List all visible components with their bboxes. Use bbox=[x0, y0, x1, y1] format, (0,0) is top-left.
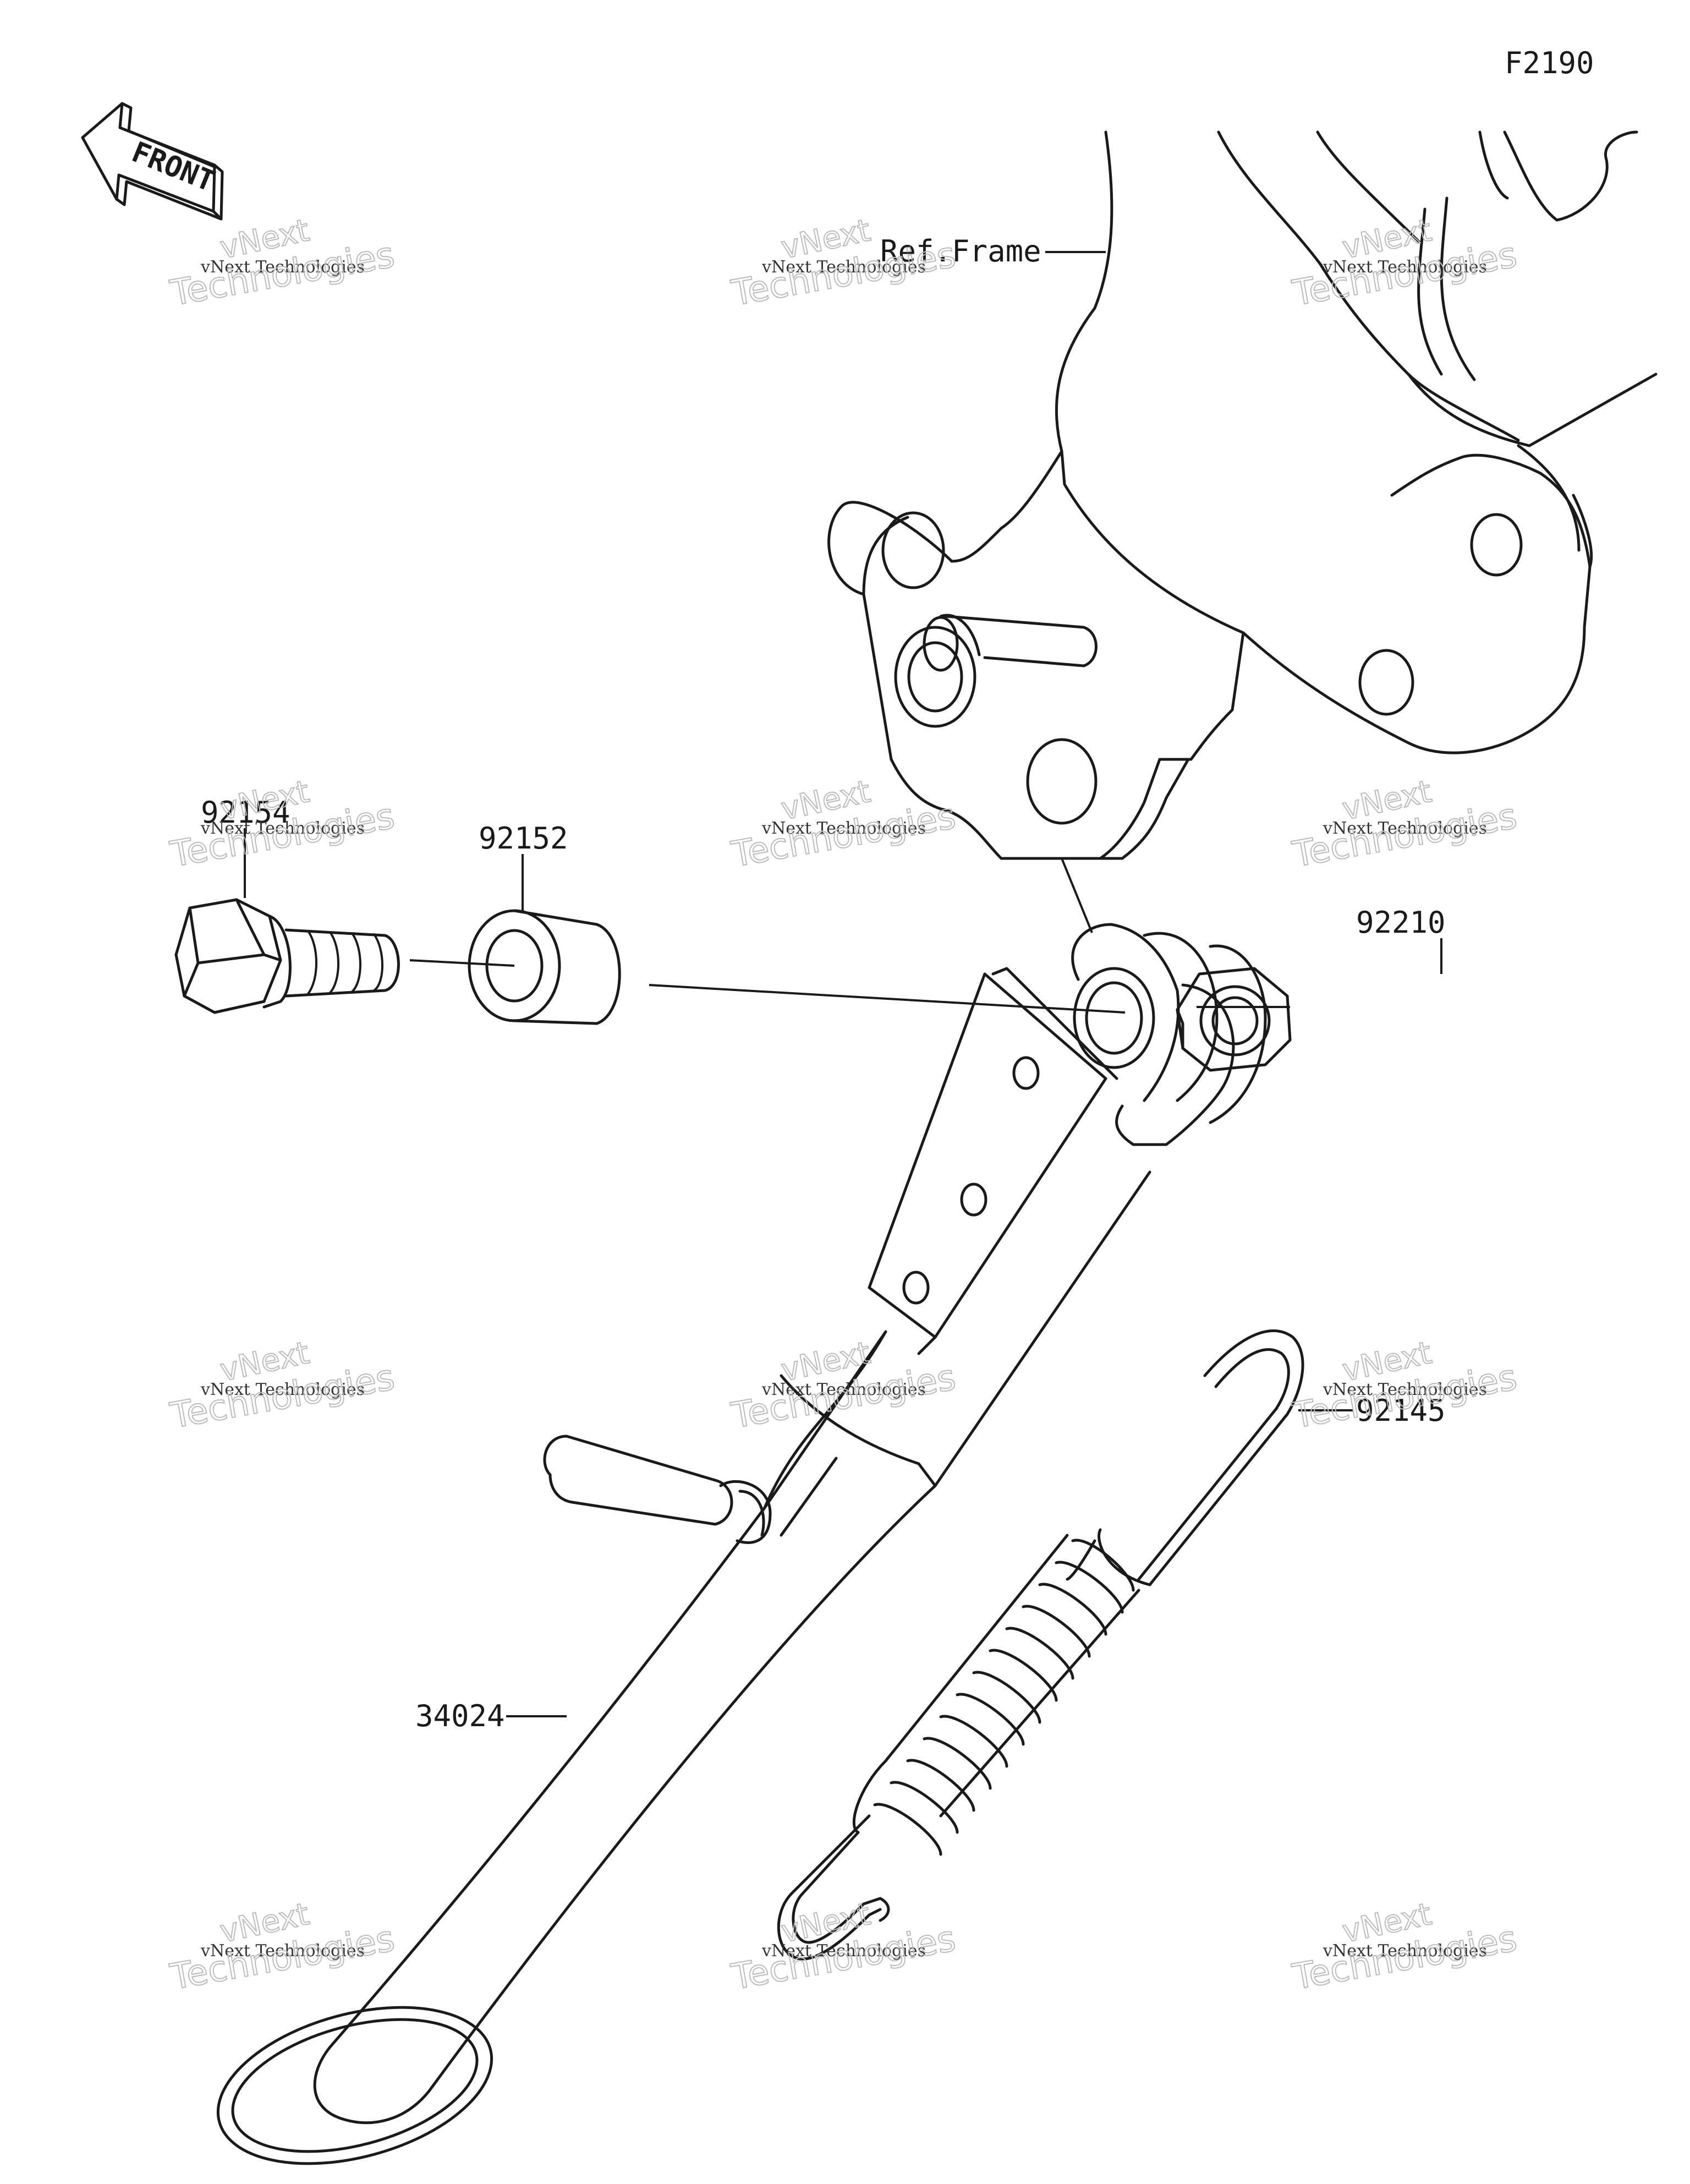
svg-text:vNext Technologies: vNext Technologies bbox=[200, 1380, 365, 1399]
watermark-5: vNext vNext Technologies Technologies bbox=[728, 773, 959, 876]
watermark-11: vNext vNext Technologies Technologies bbox=[728, 1896, 959, 1999]
watermark-6: vNext vNext Technologies Technologies bbox=[1289, 773, 1521, 876]
svg-text:vNext Technologies: vNext Technologies bbox=[1323, 1380, 1487, 1399]
svg-text:vNext Technologies: vNext Technologies bbox=[200, 258, 365, 277]
part-number-92145: 92145 bbox=[1356, 1393, 1446, 1428]
side-stand-34024 bbox=[216, 923, 1267, 2165]
reference-frame bbox=[827, 130, 1658, 860]
watermark-12: vNext vNext Technologies Technologies bbox=[1289, 1896, 1521, 1999]
watermark-2: vNext vNext Technologies Technologies bbox=[728, 212, 959, 315]
frame-to-stand-leader bbox=[1061, 858, 1093, 933]
watermark-4: vNext vNext Technologies Technologies bbox=[167, 773, 398, 876]
figure-code: F2190 bbox=[1505, 46, 1594, 80]
part-number-34024: 34024 bbox=[415, 1699, 505, 1733]
front-label: FRONT bbox=[127, 135, 220, 198]
svg-text:vNext Technologies: vNext Technologies bbox=[1323, 258, 1487, 277]
part-number-92210: 92210 bbox=[1356, 905, 1446, 940]
watermark-7: vNext vNext Technologies Technologies bbox=[167, 1334, 398, 1437]
watermark-10: vNext vNext Technologies Technologies bbox=[167, 1896, 398, 1999]
spring-92145 bbox=[777, 1329, 1304, 1961]
svg-text:vNext Technologies: vNext Technologies bbox=[761, 819, 926, 838]
part-number-92154: 92154 bbox=[201, 795, 290, 830]
part-number-92152: 92152 bbox=[479, 821, 568, 856]
nut-92210 bbox=[1176, 967, 1292, 1072]
collar-92152 bbox=[468, 909, 621, 1025]
svg-text:vNext Technologies: vNext Technologies bbox=[200, 819, 365, 838]
svg-text:vNext Technologies: vNext Technologies bbox=[761, 1941, 926, 1961]
svg-text:vNext Technologies: vNext Technologies bbox=[1323, 1941, 1487, 1961]
spring-coils bbox=[873, 1539, 1135, 1856]
watermark-3: vNext vNext Technologies Technologies bbox=[1289, 212, 1521, 315]
svg-text:vNext Technologies: vNext Technologies bbox=[1323, 819, 1487, 838]
svg-text:vNext Technologies: vNext Technologies bbox=[200, 1941, 365, 1961]
watermark-1: vNext vNext Technologies Technologies bbox=[167, 212, 398, 315]
ref-frame-label: Ref.Frame bbox=[880, 234, 1041, 269]
watermark-8: vNext vNext Technologies Technologies bbox=[728, 1334, 959, 1437]
front-arrow-icon: FRONT bbox=[81, 102, 224, 221]
bolt-92154 bbox=[174, 898, 400, 1014]
svg-text:vNext Technologies: vNext Technologies bbox=[761, 1380, 926, 1399]
collar-to-stand-leader bbox=[649, 984, 1126, 1014]
bolt-to-collar-leader bbox=[409, 959, 515, 967]
svg-text:vNext Technologies: vNext Technologies bbox=[761, 258, 926, 277]
